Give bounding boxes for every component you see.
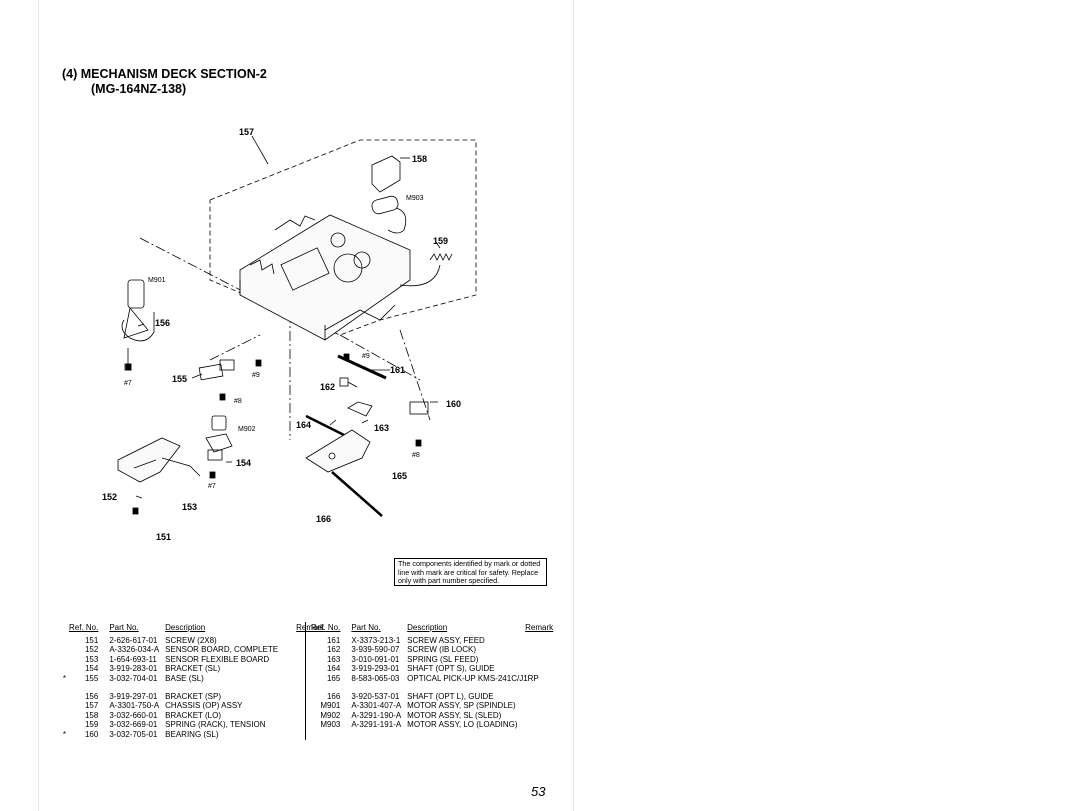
motor-label-m902: M902 [238, 426, 256, 433]
screw-label: #7 [208, 483, 216, 490]
table-header-row: Ref. No. Part No. Description Remark [302, 623, 556, 636]
header-part: Part No. [351, 623, 381, 632]
screw-symbols [125, 353, 422, 515]
callout-153: 153 [182, 502, 197, 512]
sensor-board-part [117, 437, 181, 483]
alignment-line [339, 334, 421, 381]
header-ref: Ref. No. [311, 623, 341, 632]
screw-label: #9 [362, 353, 370, 360]
page-margin-line [573, 0, 574, 811]
spring-part [429, 253, 453, 261]
optical-pickup-part [305, 429, 371, 473]
header-part: Part No. [109, 623, 139, 632]
feed-screw-part [337, 354, 387, 380]
alignment-line [399, 329, 431, 421]
bracket-lo-part [371, 155, 401, 193]
motor-label-m901: M901 [148, 277, 166, 284]
callout-labels: 157 158 159 156 155 161 162 160 164 163 … [102, 127, 461, 542]
base-part [198, 363, 224, 381]
motor-label-m903: M903 [406, 195, 424, 202]
callout-152: 152 [102, 492, 117, 502]
table-header-row: Ref. No. Part No. Description Remark [60, 623, 327, 636]
chassis-group-outline [209, 139, 477, 336]
callout-164: 164 [296, 420, 311, 430]
section-title: (4) MECHANISM DECK SECTION-2 [62, 67, 267, 81]
parts-table-left: Ref. No. Part No. Description Remark 151… [60, 623, 327, 740]
header-remark: Remark [525, 623, 554, 632]
page-margin-line [38, 0, 39, 811]
callout-158: 158 [412, 154, 427, 164]
header-description: Description [165, 623, 206, 632]
callout-157: 157 [239, 127, 254, 137]
bearing-part [409, 401, 429, 415]
callout-155: 155 [172, 374, 187, 384]
header-remark: Remark [296, 623, 325, 632]
callout-165: 165 [392, 471, 407, 481]
safety-note: The components identified by mark or dot… [394, 558, 547, 586]
section-title-block: (4) MECHANISM DECK SECTION-2 (MG-164NZ-1… [62, 67, 267, 97]
callout-162: 162 [320, 382, 335, 392]
header-description: Description [407, 623, 448, 632]
screw-label: #9 [252, 372, 260, 379]
alignment-line [209, 334, 261, 361]
page-number: 53 [531, 784, 546, 799]
callout-151: 151 [156, 532, 171, 542]
screw-label: #7 [124, 380, 132, 387]
shaft-l-part [331, 471, 383, 517]
screw-label: #8 [412, 452, 420, 459]
section-subtitle: (MG-164NZ-138) [91, 82, 187, 96]
callout-163: 163 [374, 423, 389, 433]
callout-166: 166 [316, 514, 331, 524]
callout-161: 161 [390, 365, 405, 375]
chassis-part [239, 214, 411, 341]
callout-156: 156 [155, 318, 170, 328]
component-labels: M901 M902 M903 #9 #9 #7 #8 #8 #7 [124, 195, 424, 490]
callout-154: 154 [236, 458, 251, 468]
sled-motor [211, 415, 227, 431]
callout-160: 160 [446, 399, 461, 409]
alignment-line [139, 237, 251, 296]
callout-159: 159 [433, 236, 448, 246]
header-ref: Ref. No. [69, 623, 99, 632]
screw-label: #8 [234, 398, 242, 405]
exploded-view-diagram: 157 158 159 156 155 161 162 160 164 163 … [102, 127, 477, 542]
spindle-motor [127, 279, 145, 309]
table-divider [305, 622, 306, 740]
parts-table-right: Ref. No. Part No. Description Remark 161… [302, 623, 556, 730]
